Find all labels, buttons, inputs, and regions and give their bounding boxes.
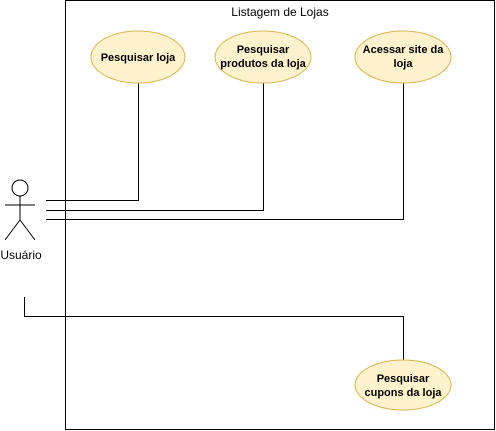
use-case-label: Pesquisar loja [101,52,176,64]
actor-right-leg [19,219,36,241]
actor-left-leg [4,219,21,241]
use-case-ellipse [214,30,312,84]
actor-usuario[interactable] [4,179,36,241]
association-line-pesquisar-loja [46,79,139,201]
use-case-label-line-1: Acessar site da [363,44,445,56]
association-line-pesquisar-produtos [46,79,264,211]
use-case-label-line-2: loja [394,58,414,70]
system-title: Listagem de Lojas [231,5,328,19]
use-case-ellipse [354,359,452,411]
use-case-acessar-site[interactable]: Acessar site da loja [354,30,452,84]
use-case-label-line-1: Pesquisar [237,44,290,56]
association-line-pesquisar-cupons [24,297,404,360]
use-case-label-line-1: Pesquisar [377,373,430,385]
association-line-acessar-site [46,79,404,220]
actor-label: Usuário [0,248,42,262]
use-case-pesquisar-loja[interactable]: Pesquisar loja [90,30,186,84]
actor-head [11,179,29,197]
use-case-label-line-2: cupons da loja [364,387,442,399]
use-case-label-line-2: produtos da loja [220,58,306,70]
use-case-ellipse [90,30,186,84]
use-case-ellipse [354,30,452,84]
use-case-pesquisar-produtos[interactable]: Pesquisar produtos da loja [214,30,312,84]
use-case-pesquisar-cupons[interactable]: Pesquisar cupons da loja [354,359,452,411]
